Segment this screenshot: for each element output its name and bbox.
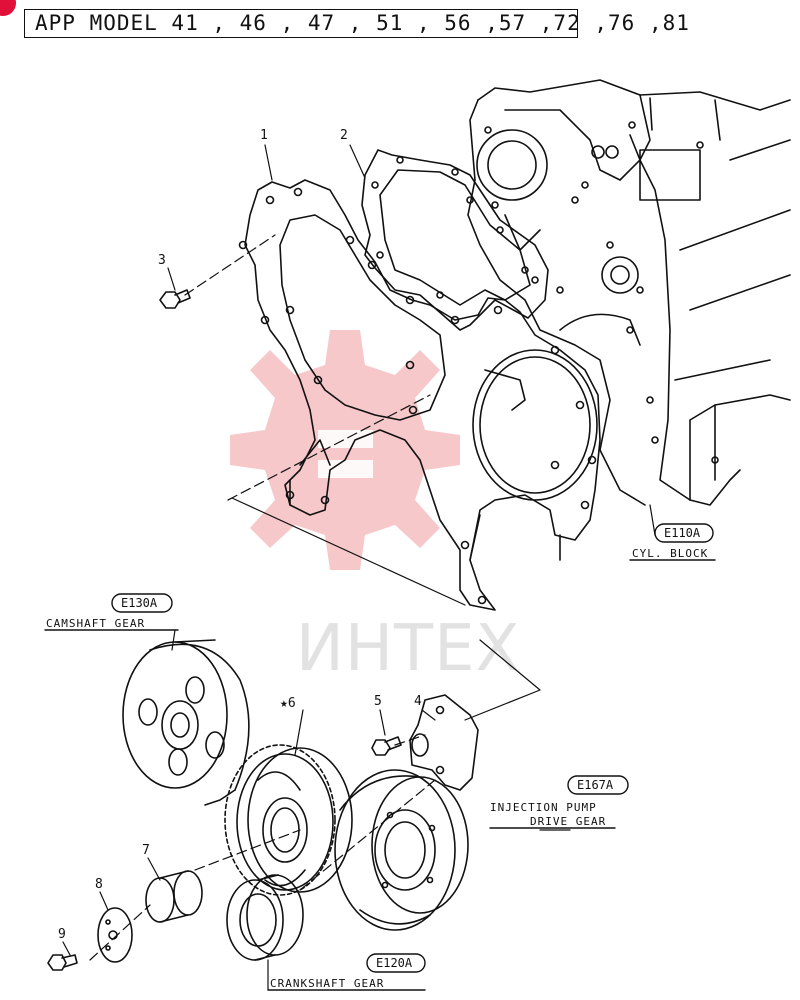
injection-pump-drive-gear: [334, 769, 469, 931]
label-camshaft-gear: CAMSHAFT GEAR: [46, 617, 146, 630]
idler-gear-part-6: [224, 744, 353, 896]
code-frame-e167a: [567, 775, 629, 795]
bushing-part-7: [145, 870, 203, 923]
code-frames: [111, 523, 714, 973]
corner-marker: [0, 0, 16, 16]
code-e120a: E120A: [376, 956, 413, 970]
code-e167a: E167A: [577, 778, 614, 792]
app-model-header: APP MODEL 41 , 46 , 47 , 51 , 56 ,57 ,72…: [35, 11, 690, 35]
thrust-plate-part-8: [97, 907, 133, 963]
crankshaft-gear: [226, 874, 304, 961]
part-number-2: 2: [340, 128, 348, 143]
code-e130a: E130A: [121, 596, 158, 610]
cover-plate-part-4: [409, 694, 479, 791]
code-frame-e110a: [654, 523, 714, 543]
part-number-5: 5: [374, 694, 382, 709]
part-number-8: 8: [95, 877, 103, 892]
bolt-part-9: [47, 954, 78, 971]
code-e110a: E110A: [664, 526, 701, 540]
label-underlines: [44, 559, 716, 991]
part-number-9: 9: [58, 927, 66, 942]
leader-lines: [62, 144, 656, 991]
label-cyl-block: CYL. BLOCK: [632, 547, 709, 560]
code-frame-e130a: [111, 593, 173, 613]
cylinder-block: [467, 79, 791, 506]
part-number-6: ★6: [280, 696, 296, 711]
part-number-1: 1: [260, 128, 268, 143]
watermark-text: ИНТЕХ: [296, 612, 521, 686]
label-injection-pump: INJECTION PUMP: [490, 801, 597, 814]
part-number-3: 3: [158, 253, 166, 268]
part-number-7: 7: [142, 843, 150, 858]
part-number-4: 4: [414, 694, 422, 709]
label-drive-gear: DRIVE GEAR: [530, 815, 607, 828]
label-crankshaft-gear: CRANKSHAFT GEAR: [270, 977, 385, 990]
bolt-part-3: [159, 289, 191, 309]
code-frame-e120a: [366, 953, 426, 973]
gasket-part-2: [361, 149, 549, 331]
camshaft-gear: [122, 639, 250, 806]
header-frame: [24, 9, 578, 38]
bolt-part-5: [371, 736, 402, 756]
timing-cover-plate-part-1: [238, 179, 601, 611]
watermark-gear-icon: [230, 330, 460, 570]
